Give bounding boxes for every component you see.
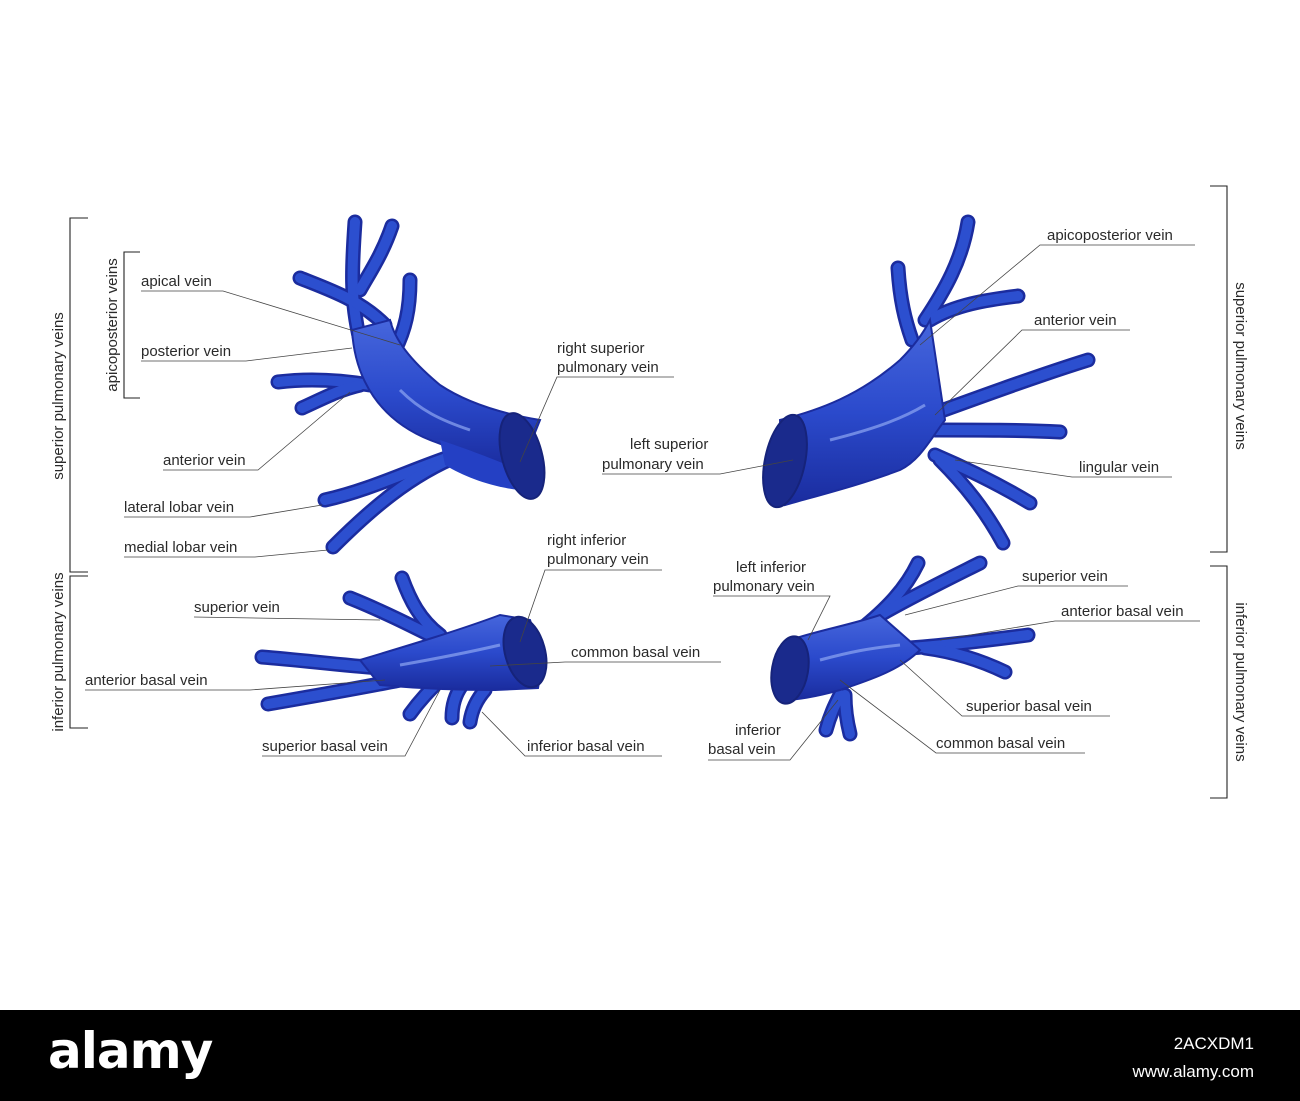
left-apicoposterior-bracket-label: apicoposterior veins (104, 258, 121, 391)
left-apicoposterior-bracket: apicoposterior veins (104, 251, 140, 399)
label-apical-vein: apical vein (141, 273, 401, 346)
site-url: www.alamy.com (1132, 1062, 1254, 1081)
label-posterior-vein: posterior vein (141, 343, 353, 362)
label-right-inferior-pulmonary-vein: right inferior pulmonary vein (519, 532, 662, 643)
svg-text:left superior: left superior (630, 436, 708, 453)
svg-text:posterior vein: posterior vein (141, 343, 231, 360)
svg-text:anterior vein: anterior vein (1034, 312, 1117, 329)
label-medial-lobar-vein: medial lobar vein (124, 539, 329, 558)
label-common-basal-vein-left: common basal vein (839, 679, 1085, 754)
right-inferior-bracket: inferior pulmonary veins (1210, 565, 1249, 799)
label-inferior-basal-vein-right: inferior basal vein (481, 711, 662, 757)
svg-text:medial lobar vein: medial lobar vein (124, 539, 237, 556)
label-lateral-lobar-vein: lateral lobar vein (124, 499, 323, 518)
left-superior-vein-illustration (762, 214, 1096, 551)
label-superior-vein-right: superior vein (193, 599, 381, 621)
svg-text:lateral lobar vein: lateral lobar vein (124, 499, 234, 516)
left-superior-bracket-label: superior pulmonary veins (50, 312, 67, 480)
svg-text:pulmonary vein: pulmonary vein (713, 578, 815, 595)
svg-text:superior vein: superior vein (194, 599, 280, 616)
svg-text:anterior basal vein: anterior basal vein (85, 672, 208, 689)
svg-text:right inferior: right inferior (547, 532, 626, 549)
svg-text:common basal vein: common basal vein (571, 644, 700, 661)
svg-text:pulmonary vein: pulmonary vein (547, 551, 649, 568)
label-common-basal-vein-right: common basal vein (489, 644, 721, 667)
svg-text:lingular vein: lingular vein (1079, 459, 1159, 476)
svg-text:pulmonary vein: pulmonary vein (602, 456, 704, 473)
left-inferior-bracket: inferior pulmonary veins (50, 572, 88, 732)
right-superior-bracket: superior pulmonary veins (1210, 185, 1249, 553)
svg-text:basal vein: basal vein (708, 741, 776, 758)
left-inferior-vein-illustration (770, 555, 1036, 742)
label-left-superior-pulmonary-vein: left superior pulmonary vein (602, 436, 794, 475)
left-superior-bracket: superior pulmonary veins (50, 217, 88, 573)
svg-text:superior vein: superior vein (1022, 568, 1108, 585)
label-anterior-vein-left: anterior vein (934, 312, 1130, 416)
svg-text:anterior basal vein: anterior basal vein (1061, 603, 1184, 620)
right-superior-vein-illustration (270, 214, 546, 555)
right-inferior-bracket-label: inferior pulmonary veins (1232, 602, 1249, 761)
label-superior-basal-vein-right: superior basal vein (262, 689, 441, 757)
label-right-superior-pulmonary-vein: right superior pulmonary vein (519, 340, 674, 463)
label-superior-vein-left: superior vein (904, 568, 1128, 616)
label-left-inferior-pulmonary-vein: left inferior pulmonary vein (713, 559, 831, 641)
label-apicoposterior-vein: apicoposterior vein (919, 227, 1195, 346)
svg-text:common basal vein: common basal vein (936, 735, 1065, 752)
svg-text:apical vein: apical vein (141, 273, 212, 290)
svg-text:inferior basal vein: inferior basal vein (527, 738, 645, 755)
alamy-logo: alamy (48, 1022, 213, 1080)
right-inferior-vein-illustration (254, 570, 548, 730)
svg-text:right superior: right superior (557, 340, 645, 357)
label-inferior-basal-vein-left: inferior basal vein (708, 699, 839, 761)
label-anterior-vein-right: anterior vein (163, 391, 351, 471)
svg-text:left inferior: left inferior (736, 559, 806, 576)
label-anterior-basal-vein-right: anterior basal vein (85, 672, 386, 691)
label-anterior-basal-vein-left: anterior basal vein (939, 603, 1200, 641)
label-lingular-vein: lingular vein (954, 459, 1172, 478)
left-inferior-bracket-label: inferior pulmonary veins (50, 572, 67, 731)
svg-text:apicoposterior vein: apicoposterior vein (1047, 227, 1173, 244)
image-id: 2ACXDM1 (1173, 1034, 1254, 1053)
label-superior-basal-vein-left: superior basal vein (899, 659, 1110, 717)
svg-text:pulmonary vein: pulmonary vein (557, 359, 659, 376)
right-superior-bracket-label: superior pulmonary veins (1232, 282, 1249, 450)
svg-text:anterior vein: anterior vein (163, 452, 246, 469)
svg-text:superior basal vein: superior basal vein (262, 738, 388, 755)
watermark-footer: alamy 2ACXDM1 www.alamy.com (0, 1010, 1300, 1101)
svg-text:superior basal vein: superior basal vein (966, 698, 1092, 715)
svg-text:inferior: inferior (735, 722, 781, 739)
